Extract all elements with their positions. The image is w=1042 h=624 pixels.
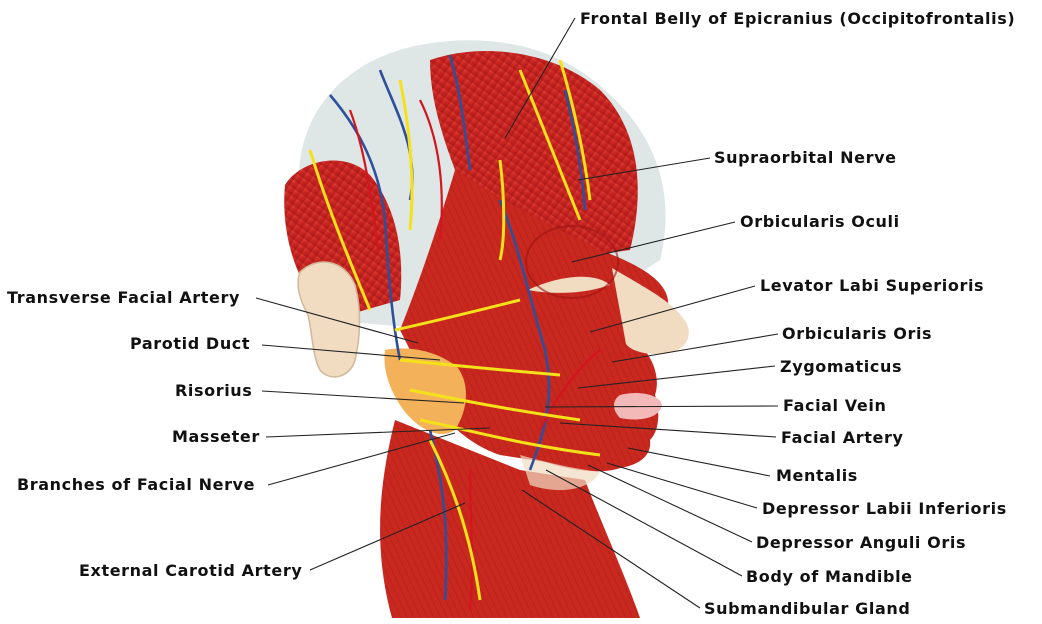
label-zygomaticus: Zygomaticus [780, 357, 902, 377]
label-submandibular-gland: Submandibular Gland [704, 599, 910, 619]
label-parotid-duct: Parotid Duct [130, 334, 250, 354]
label-depressor-anguli: Depressor Anguli Oris [756, 533, 966, 553]
label-masseter: Masseter [172, 427, 260, 447]
label-risorius: Risorius [175, 381, 252, 401]
label-transverse-facial-artery: Transverse Facial Artery [7, 288, 240, 308]
label-body-of-mandible: Body of Mandible [746, 567, 913, 587]
label-supraorbital-nerve: Supraorbital Nerve [714, 148, 897, 168]
label-external-carotid-artery: External Carotid Artery [79, 561, 302, 581]
label-depressor-labii: Depressor Labii Inferioris [762, 499, 1007, 519]
label-facial-vein: Facial Vein [783, 396, 886, 416]
label-branches-facial-nerve: Branches of Facial Nerve [17, 475, 255, 495]
label-levator-labii: Levator Labi Superioris [760, 276, 984, 296]
label-orbicularis-oris: Orbicularis Oris [782, 324, 932, 344]
label-orbicularis-oculi: Orbicularis Oculi [740, 212, 900, 232]
ear [298, 262, 360, 377]
label-frontal-belly: Frontal Belly of Epicranius (Occipitofro… [580, 9, 1015, 29]
label-facial-artery: Facial Artery [781, 428, 904, 448]
label-mentalis: Mentalis [776, 466, 858, 486]
